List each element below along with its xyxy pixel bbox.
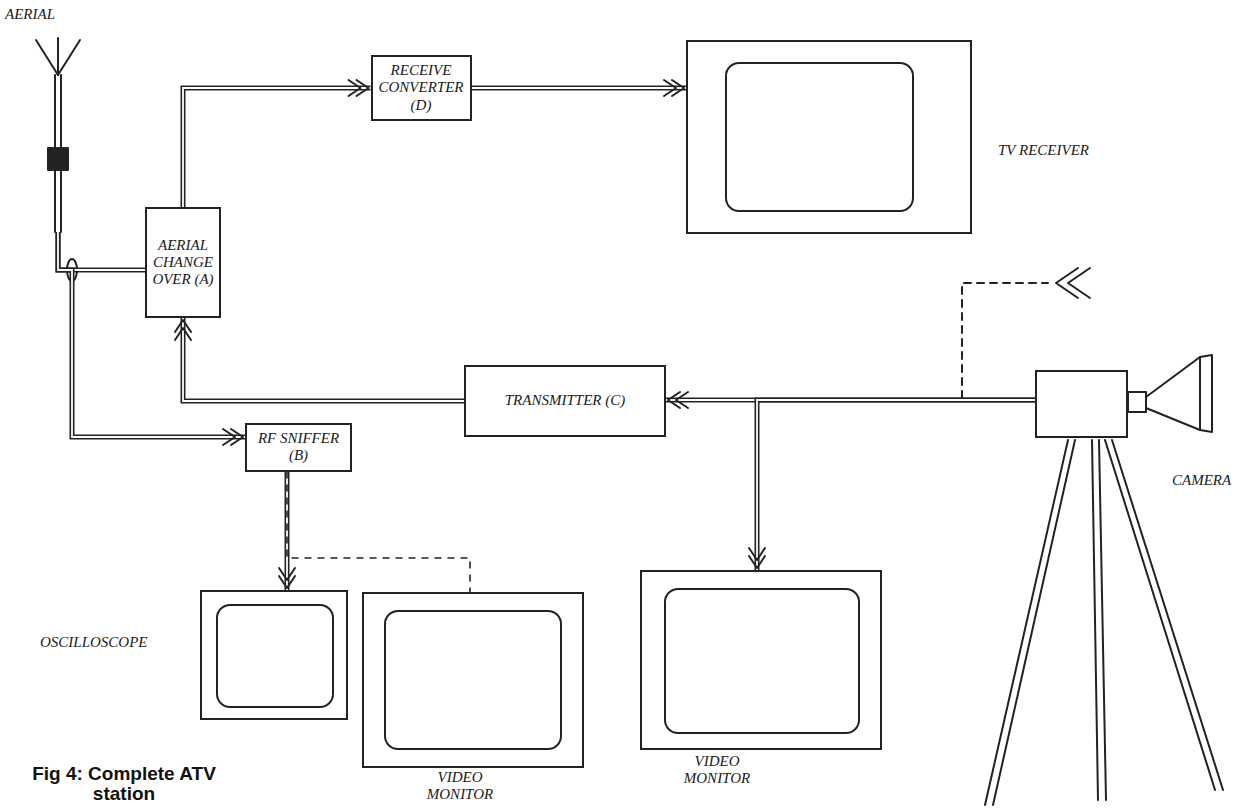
oscilloscope: OSCILLOSCOPE	[200, 590, 348, 720]
video-monitor: VIDEO MONITOR	[362, 592, 584, 768]
node-label: CAMERA	[1172, 472, 1231, 489]
screen	[725, 62, 914, 212]
node-label: VIDEO MONITOR	[418, 769, 502, 802]
coax-connector	[749, 400, 1035, 570]
process-box: TRANSMITTER (C)	[464, 365, 666, 437]
figure-caption: Fig 4: Complete ATV station	[4, 764, 244, 804]
tripod	[985, 440, 1223, 805]
tv-receiver: TV RECEIVER	[686, 40, 972, 234]
camera-body: CAMERA	[1035, 370, 1128, 438]
screen	[664, 588, 860, 734]
node-label: OSCILLOSCOPE	[40, 634, 148, 651]
box-label: TRANSMITTER (C)	[501, 389, 629, 412]
coax-connector	[472, 80, 687, 96]
box-label: RF SNIFFER (B)	[247, 427, 350, 468]
video-monitor: VIDEO MONITOR	[640, 570, 882, 750]
node-label: AERIAL	[5, 6, 55, 23]
process-box: RECEIVE CONVERTER (D)	[371, 55, 472, 121]
process-box: AERIAL CHANGE OVER (A)	[145, 207, 221, 318]
coax-connector	[183, 80, 371, 207]
aerial-symbol	[36, 38, 80, 232]
screen	[384, 610, 562, 750]
aerial: AERIAL	[5, 6, 111, 232]
coax-connector	[58, 232, 145, 270]
node-label: TV RECEIVER	[998, 142, 1089, 159]
box-label: RECEIVE CONVERTER (D)	[373, 59, 470, 117]
node-label: VIDEO MONITOR	[672, 753, 762, 786]
screen	[216, 604, 334, 708]
coax-connector	[175, 318, 464, 401]
coax-connector	[287, 472, 470, 593]
camera-figure	[1128, 355, 1212, 432]
process-box: RF SNIFFER (B)	[245, 423, 352, 472]
box-label: AERIAL CHANGE OVER (A)	[147, 234, 219, 292]
